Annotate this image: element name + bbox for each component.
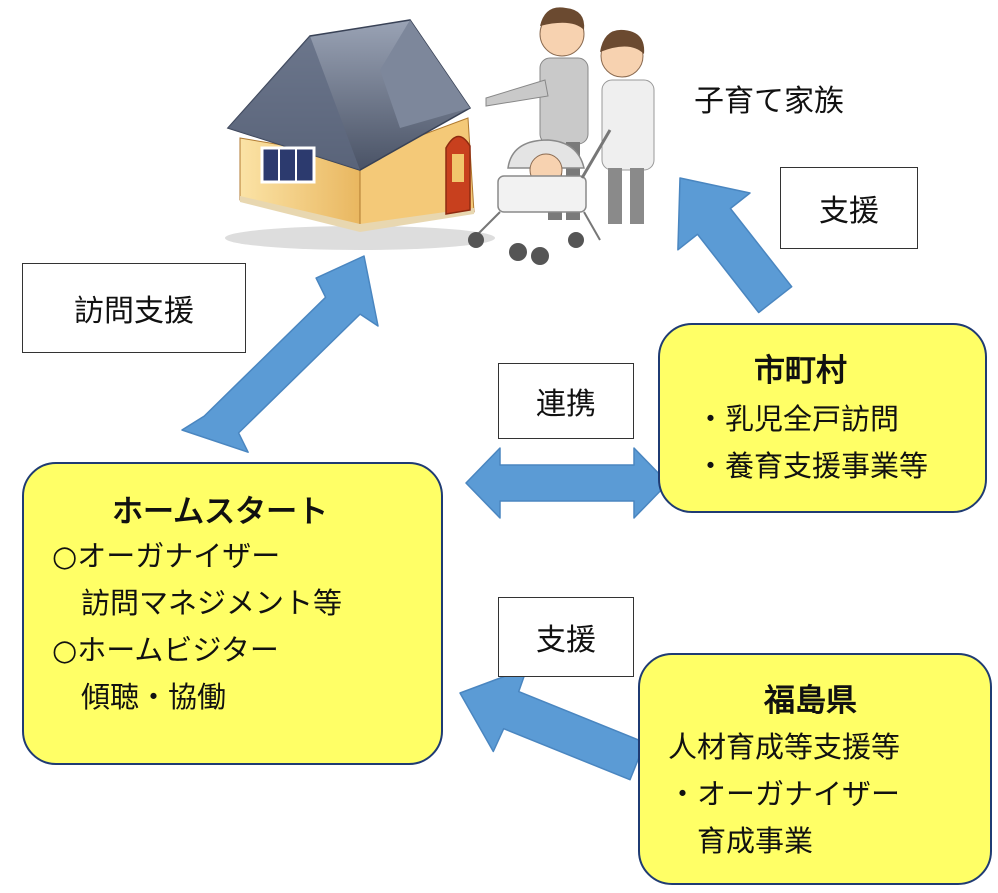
family-label: 子育て家族 bbox=[694, 84, 844, 119]
prefecture-line-1: 人材育成等支援等 bbox=[668, 730, 901, 764]
home-start-line-4: 傾聴・協働 bbox=[52, 679, 227, 714]
home-start-title: ホームスタート bbox=[112, 494, 329, 530]
municipality-box: 市町村 ・乳児全戸訪問 ・養育支援事業等 bbox=[658, 323, 987, 513]
municipality-line-2: ・養育支援事業等 bbox=[696, 448, 929, 483]
visit-support-arrow bbox=[181, 255, 379, 453]
municipality-line-1: ・乳児全戸訪問 bbox=[696, 402, 900, 436]
cooperation-arrow bbox=[465, 447, 669, 519]
home-start-line-1: ○オーガナイザー bbox=[52, 539, 281, 573]
house-illustration bbox=[225, 19, 495, 250]
support-arrow-top bbox=[677, 177, 793, 314]
municipality-title: 市町村 bbox=[754, 353, 847, 389]
home-start-line-3: ○ホームビジター bbox=[52, 632, 279, 667]
cooperation-label: 連携 bbox=[498, 363, 634, 439]
family-illustration bbox=[468, 7, 655, 265]
prefecture-box: 福島県 人材育成等支援等 ・オーガナイザー 育成事業 bbox=[638, 653, 992, 885]
support-label-top: 支援 bbox=[780, 167, 918, 249]
home-start-box: ホームスタート ○オーガナイザー 訪問マネジメント等 ○ホームビジター 傾聴・協… bbox=[22, 462, 443, 765]
prefecture-title: 福島県 bbox=[764, 683, 857, 719]
visit-support-label: 訪問支援 bbox=[22, 263, 246, 353]
prefecture-line-3: 育成事業 bbox=[668, 823, 814, 858]
support-label-bottom: 支援 bbox=[498, 597, 634, 677]
prefecture-line-2: ・オーガナイザー bbox=[668, 776, 901, 811]
support-arrow-bottom bbox=[459, 667, 646, 781]
home-start-line-2: 訪問マネジメント等 bbox=[52, 585, 343, 620]
